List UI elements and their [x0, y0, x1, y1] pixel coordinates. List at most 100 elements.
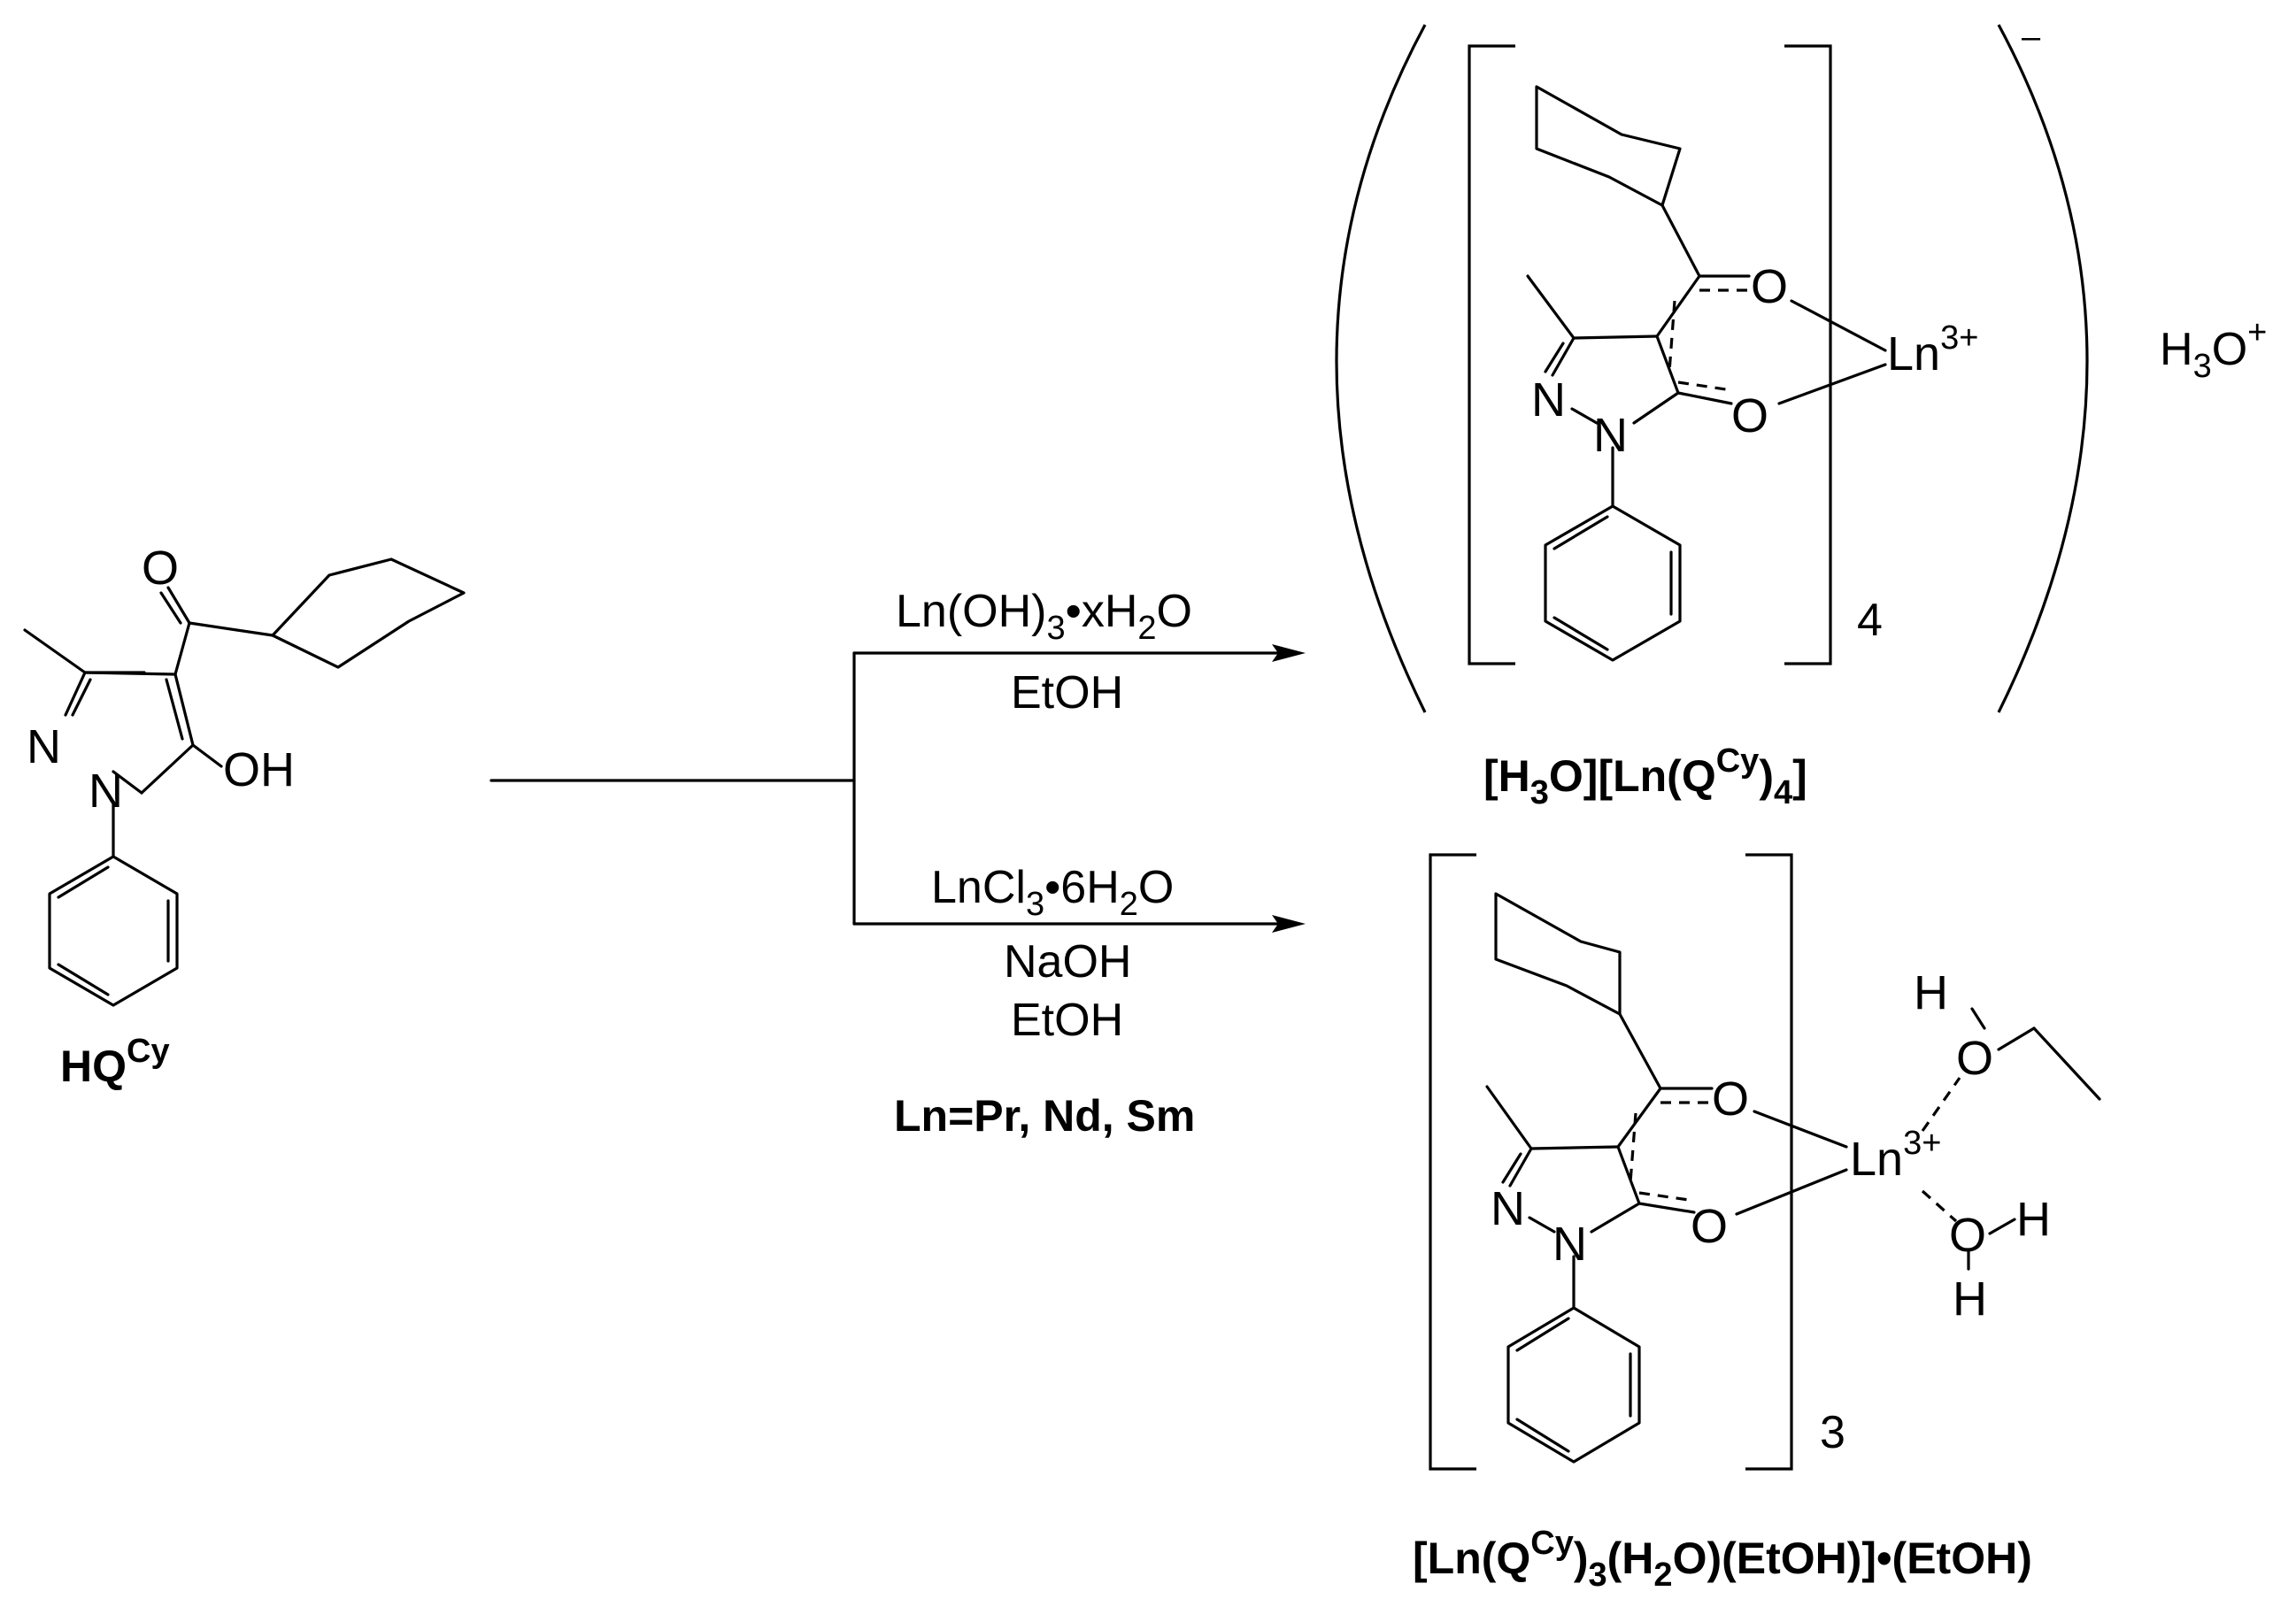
bond	[1616, 1145, 1641, 1205]
atom-label: O	[1751, 260, 1788, 313]
bottom-base: NaOH	[1004, 936, 1131, 988]
bond	[1552, 616, 1609, 651]
bond	[1570, 407, 1599, 425]
coordination-bond	[1777, 363, 1887, 405]
bond	[140, 743, 195, 795]
cyclohexyl-ring	[1494, 892, 1622, 1016]
bond	[173, 621, 191, 676]
bond	[173, 673, 195, 747]
bond	[1616, 1087, 1662, 1149]
atom-label: O	[142, 542, 179, 595]
bond	[1501, 1152, 1522, 1184]
phenyl-ring	[1544, 504, 1682, 662]
atom-label: H	[2016, 1193, 2051, 1246]
atom-label: O	[1956, 1032, 1993, 1085]
hydronium-cation: H3O+	[2160, 314, 2267, 385]
multiplier: 3	[1820, 1407, 1845, 1458]
methyl-bond	[1526, 274, 1576, 340]
ligand-name: HQCy	[60, 1033, 170, 1091]
bond	[1552, 515, 1609, 550]
left-bracket	[1429, 853, 1476, 1471]
product-2-structure: 3 O O N N Ln3+	[1413, 853, 2101, 1594]
right-bracket	[1745, 853, 1793, 1471]
bond	[191, 743, 223, 768]
coordination-bond	[1753, 1110, 1848, 1149]
bond	[1529, 1145, 1620, 1150]
lanthanide-note: Ln=Pr, Nd, Sm	[894, 1091, 1195, 1141]
bond	[1970, 1007, 1986, 1030]
bond	[71, 678, 92, 717]
bond	[1632, 391, 1680, 425]
right-parenthesis	[1997, 24, 2089, 713]
bond	[1544, 342, 1565, 373]
phenyl-ring	[1506, 1306, 1641, 1464]
arrowhead	[1272, 644, 1306, 662]
bond	[1997, 1026, 2036, 1051]
bond	[1508, 1147, 1533, 1188]
bond	[1572, 334, 1659, 340]
atom-label: N	[1593, 409, 1628, 462]
bond	[1655, 334, 1680, 395]
methyl-bond	[1485, 1085, 1533, 1150]
delocalized-bond	[1677, 381, 1727, 391]
top-reagent: Ln(OH)3•xH2O	[896, 586, 1192, 647]
cyclohexyl-ring	[271, 557, 466, 669]
bond	[1655, 274, 1701, 338]
atom-label: N	[89, 765, 123, 818]
bond	[188, 621, 274, 637]
bond	[1515, 1317, 1570, 1352]
bond	[1676, 391, 1733, 405]
right-bracket	[1784, 44, 1832, 665]
bond	[1515, 1418, 1570, 1453]
left-bracket	[1468, 44, 1515, 665]
phenyl-ring	[48, 855, 179, 1007]
arrowhead	[1272, 915, 1306, 933]
coordination-dashed-bond	[1921, 1077, 1961, 1132]
delocalized-bond	[1668, 300, 1676, 373]
bond	[1637, 1202, 1696, 1214]
bond	[1618, 1012, 1662, 1090]
bond	[2032, 1026, 2101, 1101]
bond	[57, 963, 110, 996]
bond	[1660, 204, 1701, 278]
carbonyl-bond	[166, 586, 191, 625]
ligand-structure: O N N OH HQCy	[23, 542, 466, 1091]
metal-center: Ln3+	[1850, 1125, 1941, 1186]
multiplier: 4	[1857, 595, 1883, 646]
metal-center: Ln3+	[1887, 319, 1978, 381]
bond	[1528, 1216, 1556, 1234]
methyl-bond	[23, 628, 87, 674]
atom-label: H	[1914, 966, 1948, 1019]
bond	[1988, 1218, 2016, 1235]
atom-label: O	[1691, 1200, 1728, 1253]
bond	[83, 671, 177, 676]
atom-label: O	[1731, 389, 1768, 442]
left-parenthesis	[1335, 24, 1427, 713]
cyclohexyl-ring	[1535, 85, 1682, 207]
bond	[64, 671, 87, 717]
coordination-bond	[1790, 299, 1887, 352]
delocalized-bond	[1629, 1112, 1637, 1183]
bond	[57, 865, 110, 899]
anion-charge: –	[2022, 19, 2041, 56]
delocalized-bond	[1638, 1191, 1690, 1202]
top-solvent: EtOH	[1011, 667, 1123, 719]
coordination-dashed-bond	[1921, 1189, 1958, 1223]
bottom-reagent: LnCl3•6H2O	[931, 862, 1174, 923]
atom-label: O	[1949, 1209, 1986, 1262]
reaction-arrows	[489, 644, 1306, 933]
bottom-solvent: EtOH	[1011, 995, 1123, 1046]
bond	[1590, 1202, 1641, 1234]
atom-label: H	[1953, 1272, 1987, 1326]
atom-label: O	[1712, 1072, 1749, 1126]
bond	[165, 678, 184, 741]
atom-label: OH	[223, 743, 295, 796]
carbonyl-bond	[159, 591, 182, 625]
product-1-name: [H3O][Ln(QCy)4]	[1483, 742, 1807, 811]
product-2-name: [Ln(QCy)3(H2O)(EtOH)]•(EtOH)	[1413, 1525, 2032, 1594]
bond	[112, 770, 143, 795]
atom-label: N	[27, 720, 61, 773]
bond	[1551, 336, 1576, 377]
atom-label: N	[1491, 1182, 1525, 1235]
coordination-bond	[1735, 1168, 1848, 1216]
